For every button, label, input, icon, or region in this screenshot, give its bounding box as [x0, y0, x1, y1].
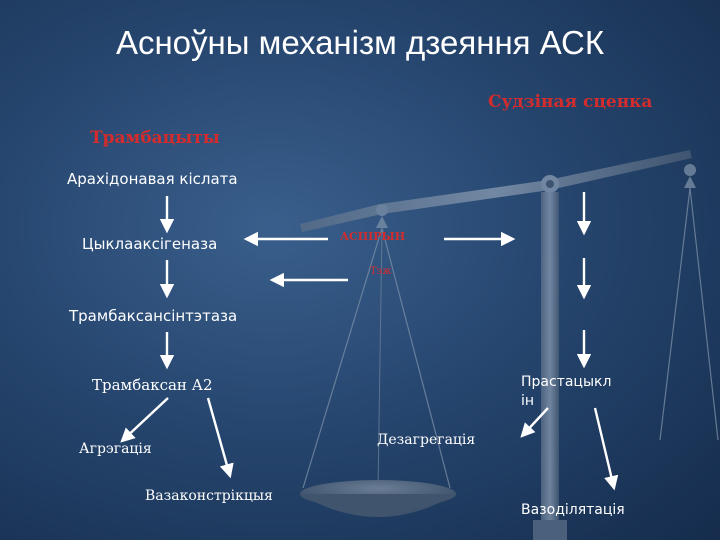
- platelets-header: Трамбацыты: [90, 128, 220, 148]
- node-prostacyclin-line1: Прастацыкл: [521, 374, 612, 390]
- node-vasodilation: Вазоділятація: [521, 502, 625, 518]
- node-aggregation: Агрэгація: [79, 441, 152, 457]
- arrow-prostacyclin-to-disaggregation: [520, 407, 549, 438]
- slide-title: Асноўны механізм дзеяння АСК: [115, 24, 605, 61]
- node-thromboxane-synthase: Трамбаксансінтэтаза: [69, 307, 238, 325]
- aspirin-label: АСПІРЫН: [340, 230, 406, 243]
- aspirin-note: Тэж: [370, 266, 392, 277]
- arrow-txa2-to-aggregation: [120, 397, 169, 443]
- vascular-wall-header: Судзіная сценка: [488, 92, 653, 112]
- node-arachidonic-acid: Арахідонавая кіслата: [67, 170, 238, 188]
- arrow-prostacyclin-to-vasodilation: [593, 407, 619, 491]
- node-thromboxane-a2: Трамбаксан А2: [92, 376, 213, 394]
- node-cyclooxygenase: Цыклааксігеназа: [82, 235, 218, 253]
- node-prostacyclin-line2: ін: [521, 393, 535, 409]
- arrows: [120, 192, 619, 491]
- node-vasoconstriction: Вазаконстрікцыя: [145, 488, 273, 504]
- balance-scales-icon: [300, 150, 719, 540]
- arrow-txa2-to-vasoconstriction: [206, 397, 234, 479]
- node-disaggregation: Дезагрегація: [377, 432, 476, 448]
